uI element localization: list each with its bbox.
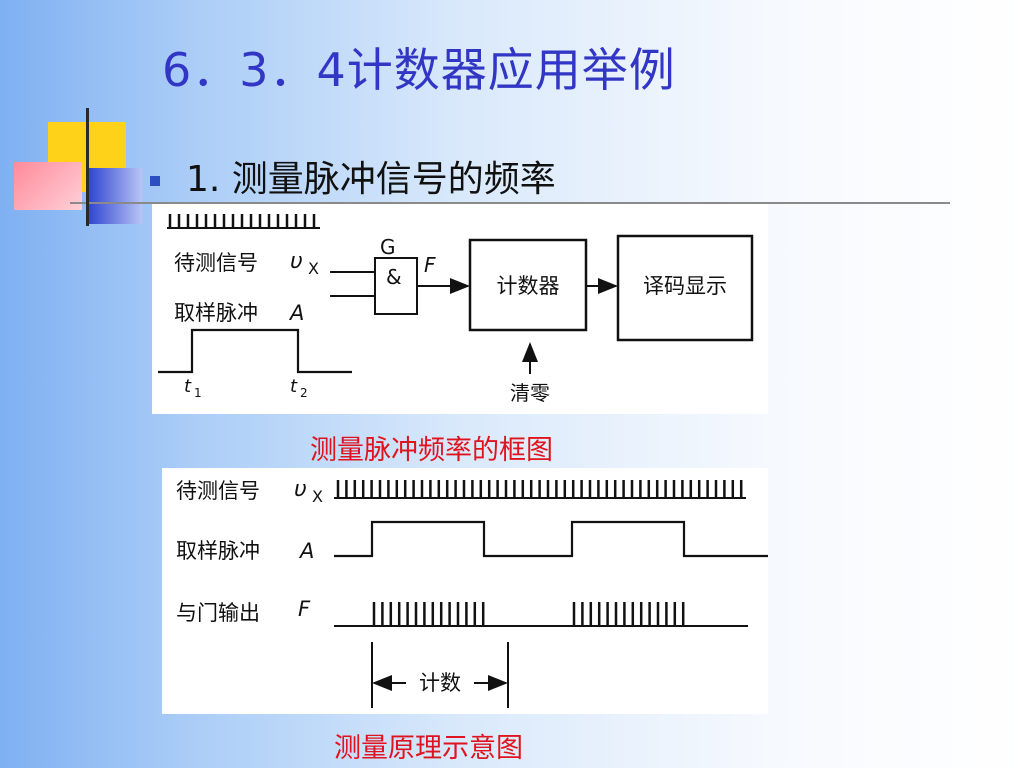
bd-signal-symbol: υ bbox=[290, 249, 303, 274]
t1-subscript: 1 bbox=[194, 386, 202, 400]
bd-pulse-label: 取样脉冲 bbox=[174, 301, 258, 325]
t2-subscript: 2 bbox=[300, 386, 308, 400]
td-pulse-symbol: A bbox=[298, 539, 314, 563]
block-diagram-caption: 测量脉冲频率的框图 bbox=[310, 435, 553, 466]
t1-label: t bbox=[184, 376, 192, 397]
td-output-label: 与门输出 bbox=[176, 601, 260, 625]
slide-title: 6．3．4计数器应用举例 bbox=[162, 43, 676, 97]
gate-output-label: F bbox=[424, 253, 436, 277]
td-signal-subscript: X bbox=[312, 487, 323, 506]
slide-subtitle: 1. 测量脉冲信号的频率 bbox=[186, 159, 556, 200]
count-label: 计数 bbox=[419, 671, 461, 695]
gate-name: G bbox=[380, 235, 396, 259]
decor-divider-line bbox=[70, 202, 950, 204]
timing-diagram-caption: 测量原理示意图 bbox=[334, 733, 523, 764]
td-pulse-label: 取样脉冲 bbox=[176, 539, 260, 563]
bullet-icon bbox=[150, 176, 160, 186]
bd-pulse-symbol: A bbox=[288, 301, 304, 325]
bd-signal-subscript: X bbox=[308, 259, 319, 278]
td-signal-symbol: υ bbox=[294, 477, 307, 502]
timing-diagram: 待测信号 υ X 取样脉冲 A 与门输出 F 计数 bbox=[176, 477, 768, 708]
t2-label: t bbox=[290, 376, 298, 397]
display-box bbox=[616, 234, 754, 342]
and-gate bbox=[374, 257, 418, 315]
bd-signal-label: 待测信号 bbox=[174, 251, 258, 275]
block-diagram: 待测信号 υ X 取样脉冲 A G & F 计数器 译码显示 清零 t 1 t … bbox=[158, 214, 754, 405]
td-output-pulse-bursts bbox=[372, 602, 685, 626]
signal-pulse-train-icon bbox=[167, 214, 320, 229]
counter-box bbox=[468, 238, 588, 332]
td-sample-pulse-waveform bbox=[334, 520, 768, 558]
block-diagram-panel: 待测信号 υ X 取样脉冲 A G & F 计数器 译码显示 清零 t 1 t … bbox=[152, 204, 768, 414]
td-signal-label: 待测信号 bbox=[176, 479, 260, 503]
timing-diagram-panel: 待测信号 υ X 取样脉冲 A 与门输出 F 计数 bbox=[162, 468, 768, 714]
deco-blue-square bbox=[86, 168, 142, 224]
sample-pulse-waveform bbox=[158, 328, 352, 374]
gate-symbol: & bbox=[386, 265, 402, 289]
display-label: 译码显示 bbox=[643, 274, 727, 298]
td-signal-pulse-train bbox=[336, 480, 743, 498]
td-output-symbol: F bbox=[298, 597, 311, 621]
clear-label: 清零 bbox=[510, 381, 550, 405]
decor-vertical-line bbox=[86, 108, 89, 226]
counter-label: 计数器 bbox=[497, 274, 560, 298]
